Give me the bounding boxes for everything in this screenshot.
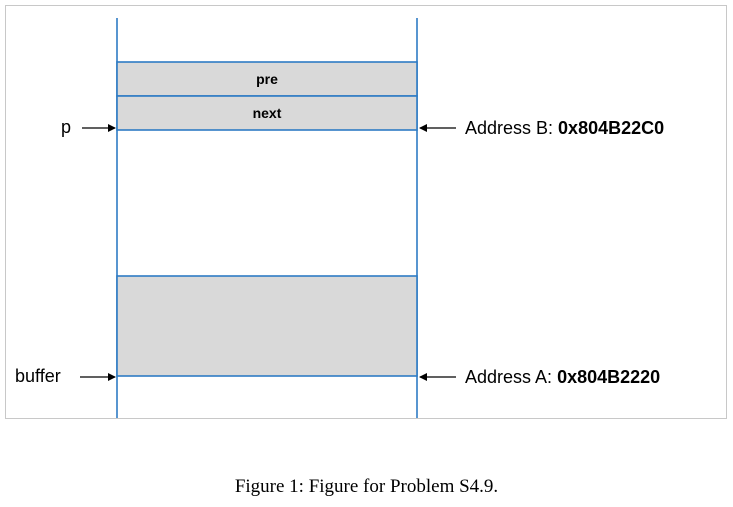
pre-field-label: pre	[256, 71, 278, 87]
buffer-block	[116, 275, 418, 377]
next-field-box	[116, 95, 418, 131]
memory-diagram: pre next p buffer Address B: 0x804B22C0 …	[15, 18, 664, 418]
address-b-value: 0x804B22C0	[558, 118, 664, 138]
address-a-label: Address A: 0x804B2220	[465, 367, 660, 387]
address-a-prefix: Address A:	[465, 367, 557, 387]
buffer-pointer-label: buffer	[15, 366, 61, 386]
pre-field-box	[116, 61, 418, 97]
p-pointer-label: p	[61, 117, 71, 137]
address-b-prefix: Address B:	[465, 118, 558, 138]
address-b-label: Address B: 0x804B22C0	[465, 118, 664, 138]
figure-caption: Figure 1: Figure for Problem S4.9.	[234, 476, 499, 497]
address-a-value: 0x804B2220	[557, 367, 660, 387]
next-field-label: next	[253, 105, 282, 121]
